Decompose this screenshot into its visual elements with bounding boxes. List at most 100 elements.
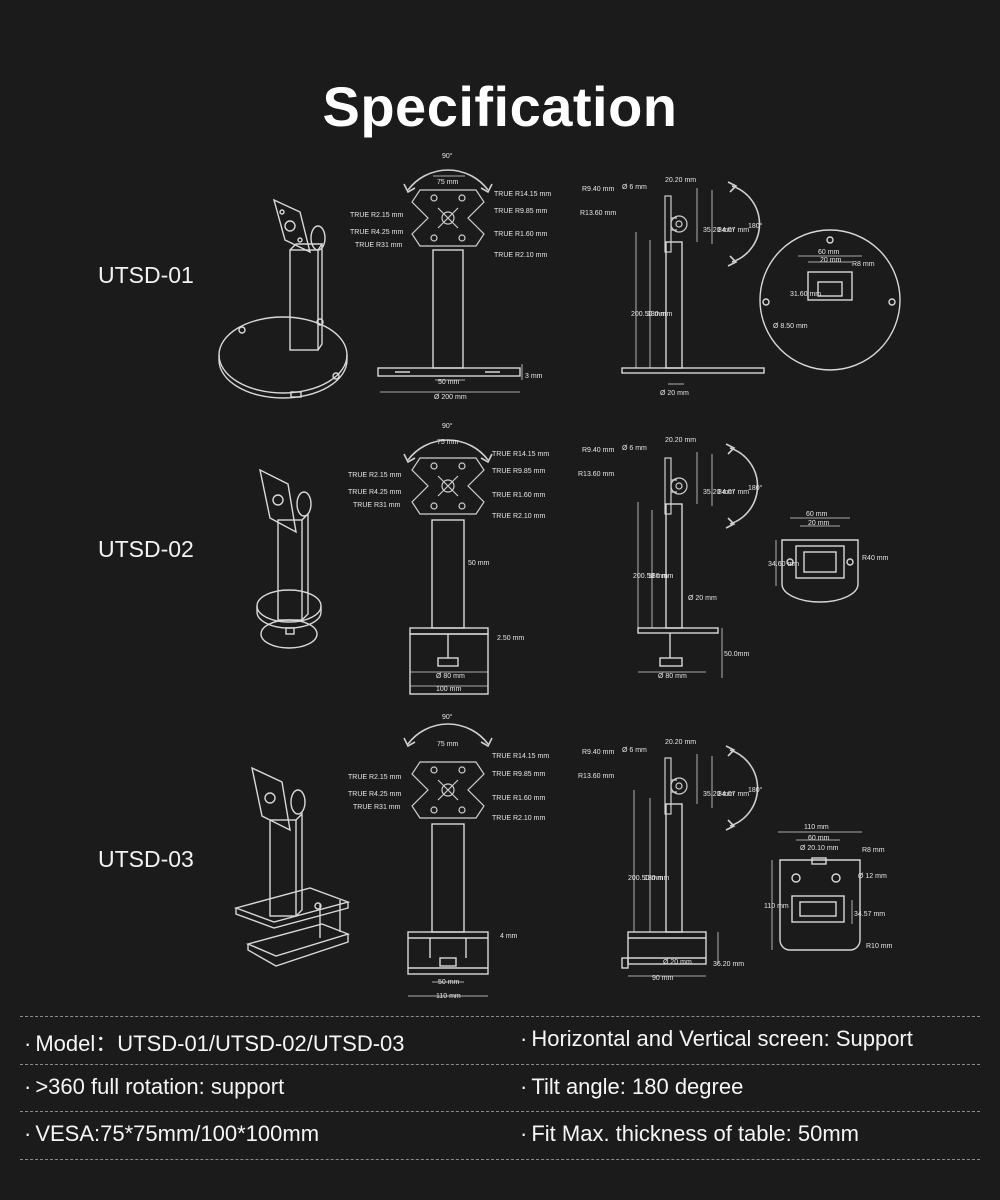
dim-label: TRUE R31 mm [355,242,403,249]
dim-label: TRUE R31 mm [353,804,401,811]
utsd-01-bottom-view [759,229,901,371]
spec-item: ·>360 full rotation: support [24,1074,284,1100]
dim-label: 50.0mm [724,651,749,658]
dim-label: TRUE R4.25 mm [348,791,401,798]
dim-label: TRUE R1.60 mm [494,231,547,238]
dim-label: 60 mm [818,249,840,256]
dim-label: 100 mm [436,686,461,693]
bullet-icon: · [520,1074,528,1099]
dim-label: 31.60 mm [790,291,821,298]
dim-label: 84.07 mm [718,227,749,234]
dim-label: 180° [748,484,763,492]
dim-label: 2.50 mm [497,635,524,642]
bullet-icon: · [24,1074,32,1099]
dim-label: Ø 6 mm [622,184,647,191]
dim-label: TRUE R2.15 mm [348,774,401,781]
page-title: Specification [322,75,678,138]
dim-label: Ø 80 mm [658,673,687,680]
dim-label: TRUE R2.10 mm [492,513,545,520]
dim-label: 20.20 mm [665,739,696,746]
spec-item: ·Fit Max. thickness of table: 50mm [520,1121,859,1147]
model-label-utsd-02: UTSD-02 [98,536,194,562]
spec-text: Fit Max. thickness of table: 50mm [531,1121,859,1146]
dim-label: TRUE R2.10 mm [492,815,545,822]
dim-label: TRUE R9.85 mm [492,771,545,778]
spec-row: ·Model：UTSD-01/UTSD-02/UTSD-03 ·Horizont… [20,1017,980,1063]
dim-label: R13.60 mm [578,773,614,780]
dim-label: TRUE R14.15 mm [492,451,549,458]
utsd-03-bottom-view [771,831,862,951]
utsd-02-bottom-view [775,517,859,603]
dim-label: R13.60 mm [580,210,616,217]
dim-label: Ø 12 mm [858,873,887,880]
dim-label: Ø 200 mm [434,394,467,401]
dim-label: 20.20 mm [665,437,696,444]
dim-label: R8 mm [852,261,875,268]
spec-row: ·>360 full rotation: support ·Tilt angle… [20,1064,980,1111]
spec-text: VESA:75*75mm/100*100mm [35,1121,320,1146]
dim-label: 20.20 mm [665,177,696,184]
dimension-labels: 90° 75 mm TRUE R2.15 mm TRUE R4.25 mm TR… [348,152,893,1000]
dim-label: TRUE R2.10 mm [494,252,547,259]
dim-label: 90° [442,713,453,721]
utsd-01-side-view [621,181,765,385]
dim-label: TRUE R2.15 mm [348,472,401,479]
dim-label: R10 mm [866,943,893,950]
dim-label: 200.50 mm [628,875,663,882]
utsd-02-front-view [403,439,493,695]
spec-text: Horizontal and Vertical screen: Support [531,1026,913,1051]
dim-label: 90 mm [652,975,674,982]
dim-label: 200.50 mm [631,311,666,318]
dim-label: 50 mm [438,979,460,986]
spec-text: >360 full rotation: support [35,1074,285,1099]
dim-label: TRUE R14.15 mm [492,753,549,760]
dim-label: 84.07 mm [718,489,749,496]
bullet-icon: · [520,1121,528,1146]
dim-label: TRUE R4.25 mm [348,489,401,496]
utsd-02-side-view [637,443,759,678]
dim-label: 34.60 mm [768,561,799,568]
dim-label: 110 mm [436,993,461,1000]
spec-text: Tilt angle: 180 degree [531,1074,744,1099]
dim-label: TRUE R31 mm [353,502,401,509]
utsd-02-3d-view [256,468,322,649]
model-label-utsd-01: UTSD-01 [98,262,194,288]
dim-label: Ø 6 mm [622,445,647,452]
dim-label: 35.20 mm [703,227,734,234]
dim-label: 35.20 mm [703,489,734,496]
bullet-icon: · [24,1031,32,1056]
dim-label: 110 mm [764,903,789,910]
dim-label: 20 mm [808,520,830,527]
dim-label: 4 mm [500,933,518,940]
dim-label: TRUE R14.15 mm [494,191,551,198]
dim-label: Ø 20 mm [663,959,692,966]
spec-item: ·Horizontal and Vertical screen: Support [520,1026,913,1052]
dim-label: R9.40 mm [582,447,614,454]
dim-label: 60 mm [806,511,828,518]
dim-label: 90° [442,422,453,430]
dim-label: 200.50 mm [633,573,668,580]
dim-label: TRUE R9.85 mm [494,208,547,215]
dim-label: 75 mm [437,741,459,748]
dim-label: Ø 8.50 mm [773,323,808,330]
dim-label: Ø 80 mm [436,673,465,680]
dim-label: R40 mm [862,555,889,562]
spec-item: ·Model：UTSD-01/UTSD-02/UTSD-03 [24,1026,405,1058]
dim-label: Ø 20 mm [688,595,717,602]
dim-label: TRUE R2.15 mm [350,212,403,219]
dim-label: TRUE R9.85 mm [492,468,545,475]
dim-label: 110 mm [804,824,829,831]
dim-label: TRUE R4.25 mm [350,229,403,236]
dim-label: 180 mm [648,573,673,580]
dim-label: 34.57 mm [854,911,885,918]
utsd-01-front-view [377,169,523,393]
dim-label: TRUE R1.60 mm [492,492,545,499]
dim-label: TRUE R1.60 mm [492,795,545,802]
utsd-03-front-view [403,723,493,997]
dim-label: 20 mm [820,257,842,264]
dim-label: 35.20 mm [703,791,734,798]
model-label-utsd-03: UTSD-03 [98,846,194,872]
dim-label: 180 mm [644,875,669,882]
bullet-icon: · [520,1026,528,1051]
dim-label: Ø 20 mm [660,390,689,397]
